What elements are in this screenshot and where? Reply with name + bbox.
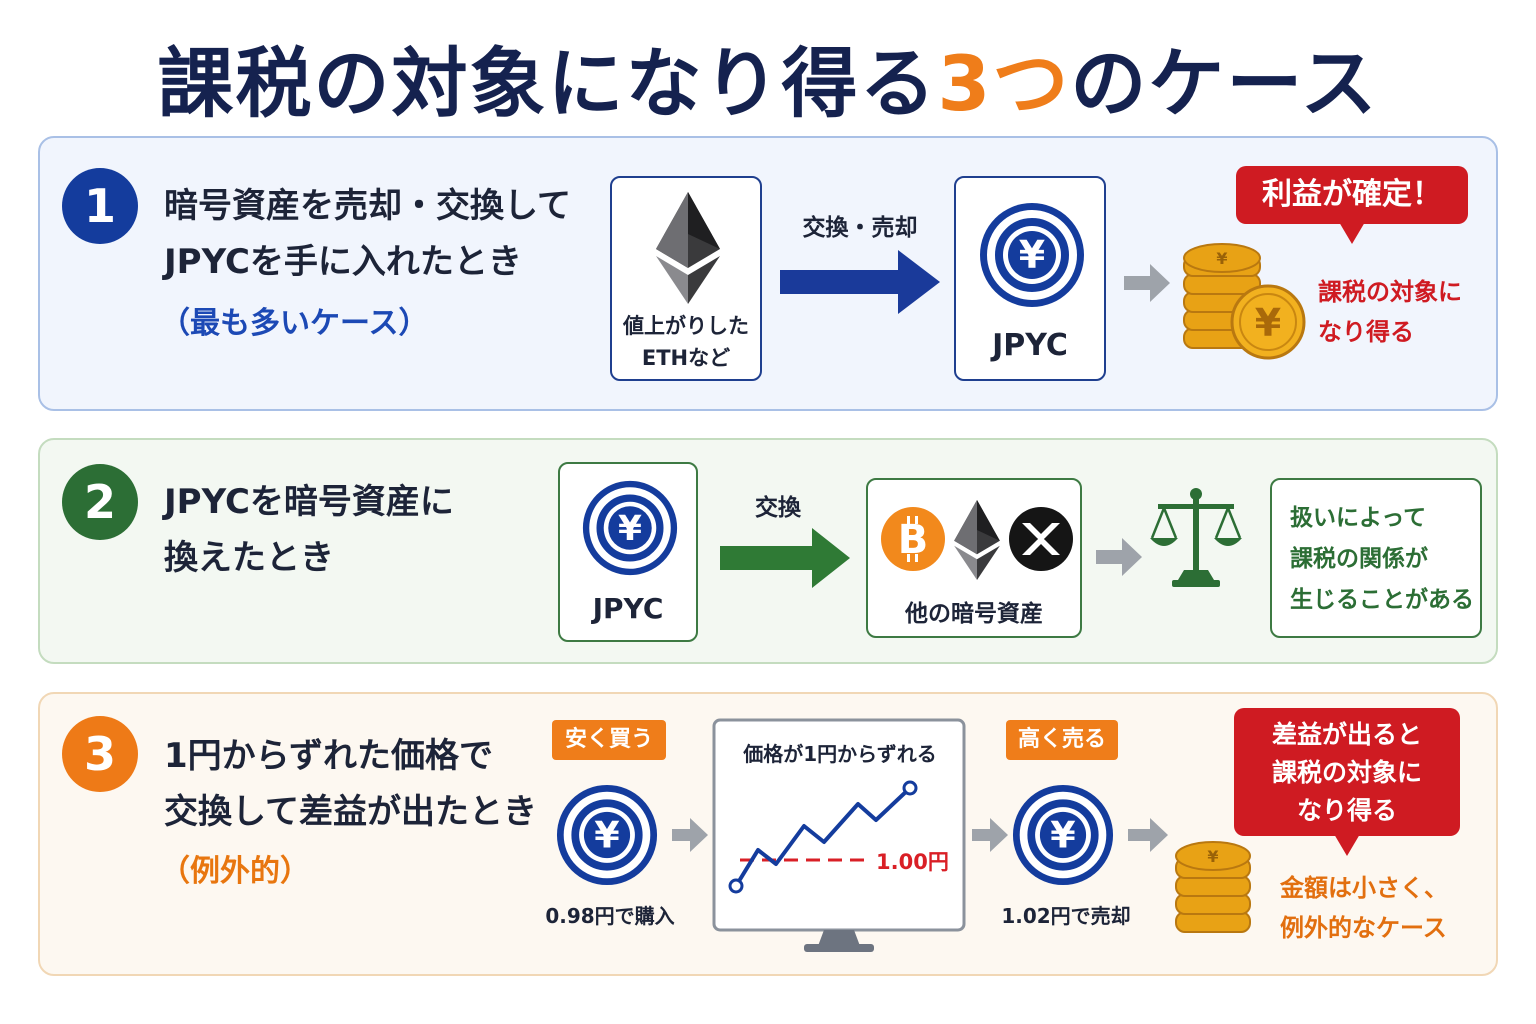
case1-result: 課税の対象に なり得る [1318,278,1462,346]
arrow-icon [1096,538,1142,576]
eth-box: 値上がりした ETHなど [610,176,762,381]
svg-text:¥: ¥ [594,814,619,857]
monitor-chart-icon [712,718,966,952]
case1-heading: 暗号資産を売却・交換して JPYCを手に入れたとき [164,186,571,282]
buy-price-label: 0.98円で購入 [545,904,675,928]
ethereum-icon [656,192,720,304]
profit-confirmed-bubble: 利益が確定！ [1236,166,1468,244]
case3-heading: 1円からずれた価格で 交換して差益が出たとき [164,736,537,832]
xrp-icon [1009,507,1073,571]
case2-number-badge: 2 [62,464,138,540]
other-crypto-box: B 他の暗号資産 [866,478,1082,638]
arrow-icon [672,818,708,852]
jpyc-yen-icon: ¥ [582,480,678,576]
case1-arrow-label: 交換・売却 [802,215,918,241]
sell-high-tag: 高く売る [1006,720,1118,760]
case1-number-badge: 1 [62,168,138,244]
jpyc-yen-icon: ¥ [1012,784,1114,886]
ethereum-icon [954,500,1000,580]
arrow-icon [972,818,1008,852]
case1-note: （最も多いケース） [160,306,429,341]
svg-text:¥: ¥ [618,509,642,549]
page-title: 課税の対象になり得る3つのケース [157,39,1379,128]
buy-low-tag: 安く買う [552,720,666,760]
chart-title: 価格が1円からずれる [743,742,937,766]
chart-reference-label: 1.00円 [876,850,949,874]
svg-text:B: B [898,517,929,563]
case3-number-badge: 3 [62,716,138,792]
svg-text:¥: ¥ [1207,847,1218,866]
arrow-icon [720,528,850,588]
jpyc-box: ¥ JPYC [954,176,1106,381]
jpyc-yen-icon: ¥ [980,203,1084,307]
svg-text:¥: ¥ [1255,301,1281,345]
case2-heading: JPYCを暗号資産に 換えたとき [164,482,454,578]
sell-price-label: 1.02円で売却 [1001,904,1131,928]
jpyc-source-label: JPYC [592,592,664,625]
coin-stack-icon: ¥ [1175,841,1251,933]
jpyc-box-label: JPYC [992,328,1068,363]
bitcoin-icon: B [881,507,945,571]
eth-box-label: 値上がりした ETHなど [623,314,749,370]
case2-arrow-label: 交換 [755,495,801,521]
jpyc-source-box: ¥ JPYC [558,462,698,642]
arrow-icon [1128,818,1168,852]
arrow-icon [780,250,940,314]
arrow-icon [1124,264,1170,302]
other-crypto-label: 他の暗号資産 [905,601,1043,627]
svg-text:¥: ¥ [1216,249,1227,268]
case3-result: 金額は小さく、 例外的なケース [1280,874,1448,942]
balance-scale-icon [1150,488,1242,587]
svg-text:¥: ¥ [1050,814,1075,857]
coin-stack-icon: ¥ ¥ [1183,243,1306,360]
case2-result-box: 扱いによって 課税の関係が 生じることがある [1270,478,1482,638]
difference-profit-bubble: 差益が出ると 課税の対象に なり得る [1234,708,1460,856]
case3-note: （例外的） [160,854,310,889]
svg-text:¥: ¥ [1019,233,1045,277]
jpyc-yen-icon: ¥ [556,784,658,886]
